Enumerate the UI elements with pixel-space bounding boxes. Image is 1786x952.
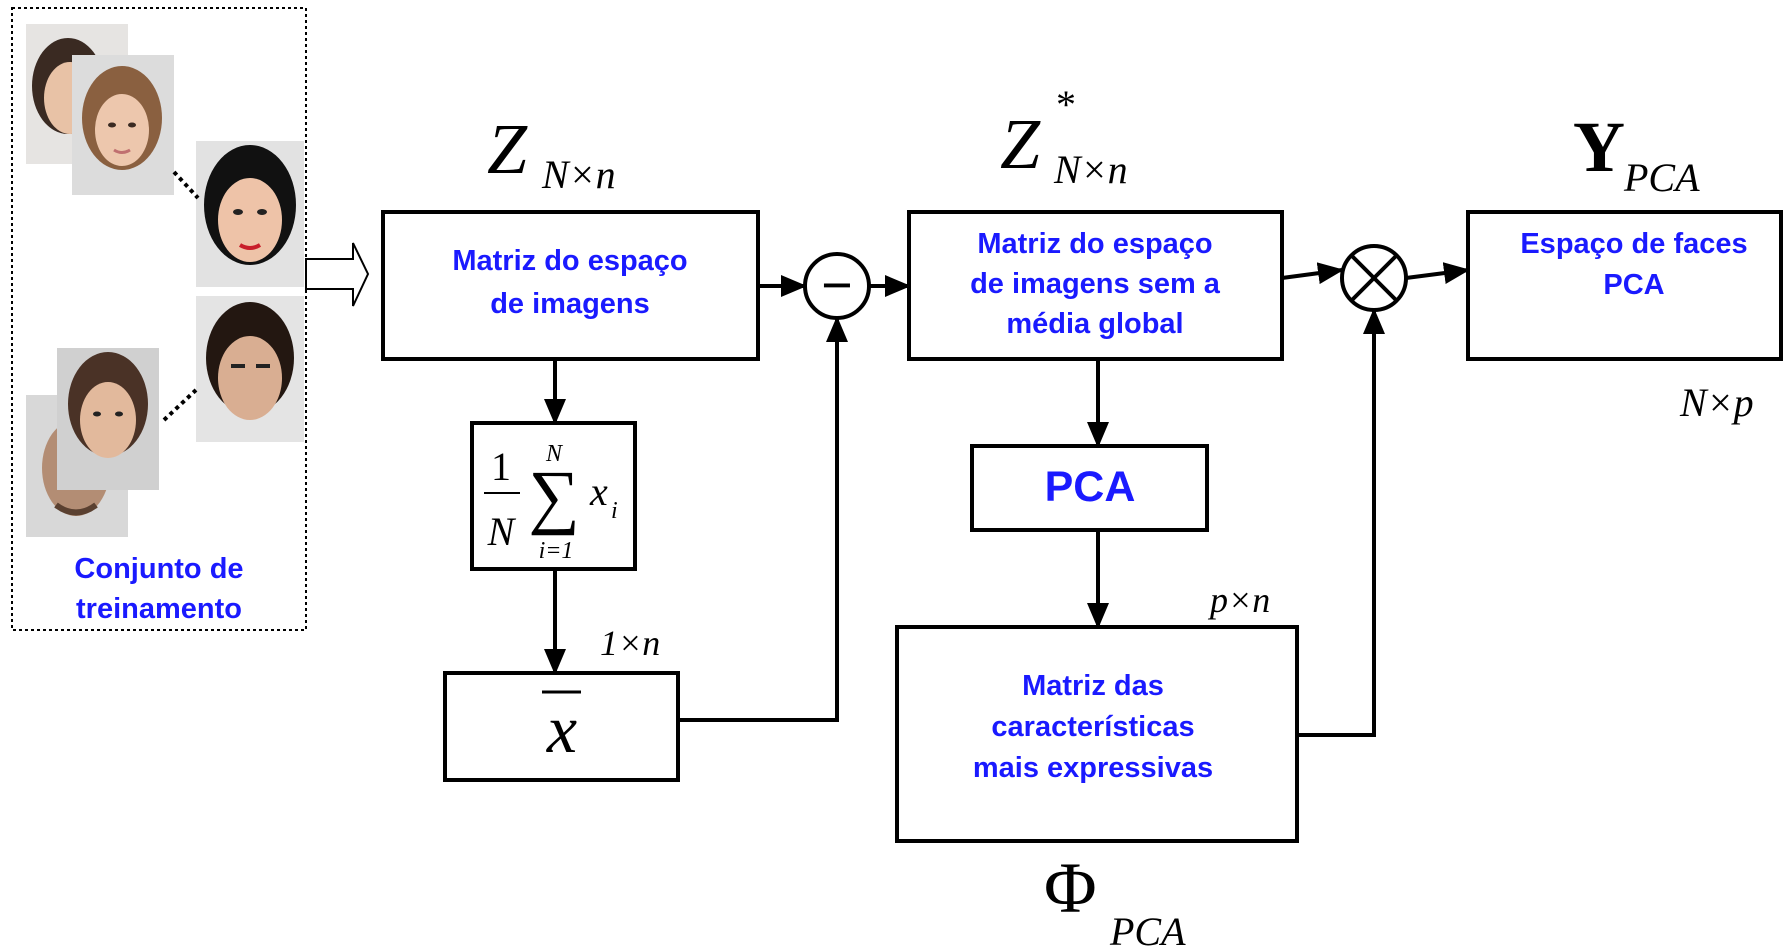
centered-matrix-superscript: * (1056, 82, 1076, 127)
mean-vector-node: 1×n x (443, 623, 680, 782)
training-set-label-line1: Conjunto de (74, 553, 243, 585)
features-matrix-box (895, 625, 1299, 843)
subtract-operator: − (803, 252, 871, 320)
formula-denominator: N (487, 509, 517, 554)
arrow-centered-to-multiply (1281, 262, 1344, 285)
mean-vector-symbol: x (546, 691, 577, 767)
dotted-connector-top (172, 170, 200, 200)
arrow-mean-vector-to-subtract (678, 316, 848, 722)
connectors (544, 262, 1470, 737)
mean-formula-box (470, 421, 637, 571)
features-matrix-node: p×n Matriz das características mais expr… (895, 580, 1299, 952)
dotted-connector-bottom (162, 388, 198, 422)
face-photo-2 (72, 55, 174, 195)
pca-label: PCA (1045, 463, 1136, 511)
face-space-dims: N×p (1679, 380, 1754, 425)
features-matrix-label-line1: Matriz das (1022, 670, 1164, 702)
features-matrix-symbol: Φ (1044, 848, 1097, 928)
features-matrix-subscript: PCA (1109, 909, 1186, 952)
formula-sum-top: N (545, 441, 564, 467)
arrow-multiply-to-face-space (1405, 262, 1470, 284)
centered-matrix-label-line3: média global (1006, 308, 1183, 340)
formula-numerator: 1 (491, 444, 511, 489)
mean-formula-node: 1 N N ∑ i=1 x i (470, 421, 637, 571)
face-space-box (1466, 210, 1783, 361)
image-matrix-label-line2: de imagens (490, 288, 650, 320)
face-space-subscript: PCA (1623, 155, 1700, 200)
face-space-node: Y PCA Espaço de faces PCA N×p (1466, 107, 1783, 425)
image-matrix-label-line1: Matriz do espaço (452, 245, 687, 277)
face-photo-6 (196, 296, 304, 442)
face-space-symbol: Y (1573, 107, 1625, 187)
training-set-label-line2: treinamento (76, 593, 242, 625)
centered-matrix-subscript: N×n (1053, 147, 1128, 192)
training-set-border (11, 7, 307, 631)
centered-matrix-label-line2: de imagens sem a (970, 268, 1221, 300)
face-photo-3 (196, 141, 304, 287)
face-space-label-line1: Espaço de faces (1520, 228, 1747, 260)
centered-matrix-node: Z * N×n Matriz do espaço de imagens sem … (907, 82, 1284, 361)
mean-vector-dims: 1×n (600, 623, 660, 663)
training-set-panel: Conjunto de treinamento (11, 7, 307, 631)
centered-matrix-label-line1: Matriz do espaço (977, 228, 1212, 260)
pca-node: PCA (970, 444, 1209, 532)
formula-term: x (589, 469, 608, 514)
formula-sum-symbol: ∑ (528, 456, 579, 536)
features-matrix-label-line2: características (991, 711, 1194, 743)
image-matrix-node: Z N×n Matriz do espaço de imagens (381, 109, 760, 361)
image-matrix-subscript: N×n (541, 152, 616, 197)
centered-matrix-symbol: Z (1000, 104, 1041, 184)
mean-vector-box (443, 671, 680, 782)
multiply-operator (1340, 244, 1408, 312)
face-space-label-line2: PCA (1603, 269, 1664, 301)
subtract-symbol: − (821, 255, 853, 317)
pca-box (970, 444, 1209, 532)
formula-sum-bottom: i=1 (539, 538, 574, 564)
formula-term-subscript: i (611, 498, 618, 524)
image-matrix-symbol: Z (487, 109, 528, 189)
face-photo-5 (57, 348, 159, 490)
hollow-input-arrow (305, 242, 370, 307)
arrow-features-to-multiply (1297, 308, 1385, 737)
image-matrix-box (381, 210, 760, 361)
features-matrix-dims: p×n (1207, 580, 1270, 620)
centered-matrix-box (907, 210, 1284, 361)
features-matrix-label-line3: mais expressivas (973, 752, 1213, 784)
